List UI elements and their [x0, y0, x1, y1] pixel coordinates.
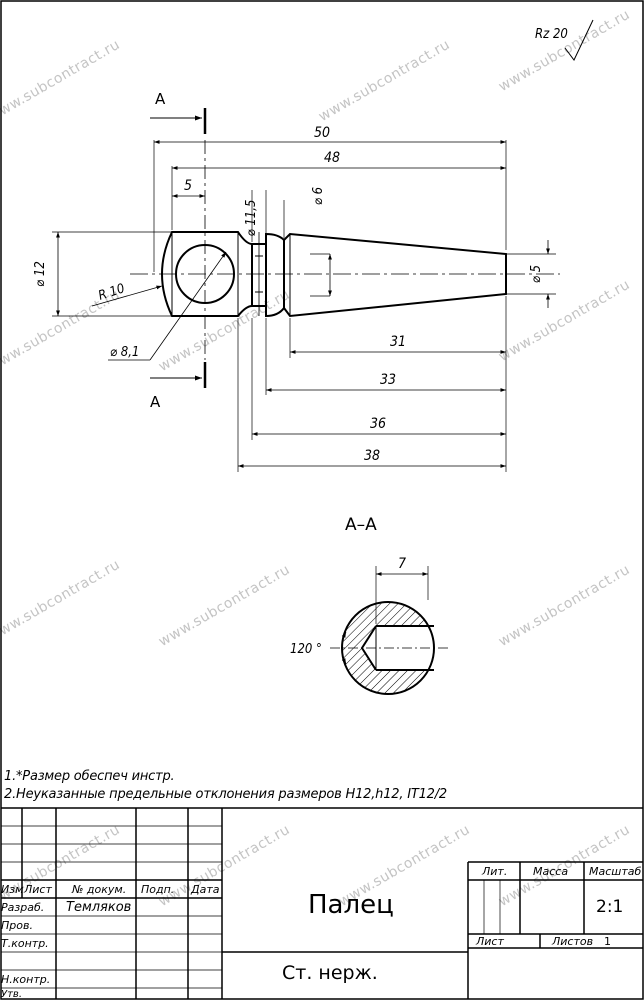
roughness-symbol: Rz 20 — [535, 19, 594, 61]
col-izm: Изм — [1, 883, 24, 896]
col-sign: Подп. — [141, 883, 175, 896]
row-razrab: Разраб. — [1, 901, 45, 914]
dim-48: 48 — [324, 150, 340, 166]
col-doc: № докум. — [72, 883, 127, 896]
main-view: A A 50 48 5 ⌀ 11,5 ⌀ 6 — [33, 90, 560, 472]
dim-dia-8-1: ⌀ 8,1 — [110, 345, 139, 360]
dim-radius-10: R 10 — [97, 281, 127, 304]
row-prov: Пров. — [1, 919, 33, 932]
col-list: Лист — [24, 883, 52, 896]
scale-label: Масштаб — [589, 865, 642, 878]
taper — [283, 232, 507, 318]
row-utv: Утв. — [1, 989, 22, 1000]
dim-36: 36 — [370, 416, 386, 432]
section-mark-bottom: A — [150, 393, 161, 411]
dim-38: 38 — [364, 448, 380, 464]
eye-hole — [175, 244, 235, 304]
note-2: 2.Неуказанные предельные отклонения разм… — [4, 787, 448, 802]
dim-dia-6: ⌀ 6 — [311, 187, 326, 205]
dim-dia-12: ⌀ 12 — [33, 261, 48, 287]
section-mark-top: A — [155, 90, 166, 108]
dim-5: 5 — [184, 178, 192, 194]
note-1: 1.*Размер обеспеч инстр. — [4, 769, 175, 784]
collar — [265, 232, 285, 318]
dim-50: 50 — [314, 125, 330, 141]
section-a-a: A–A 7 120 ° — [290, 515, 448, 695]
title-block — [1, 807, 643, 999]
designer-name: Темляков — [66, 900, 132, 915]
scale-value: 2:1 — [596, 897, 624, 917]
section-angle: 120 ° — [290, 642, 322, 657]
dim-dia-5: ⌀ 5 — [529, 265, 544, 283]
sheet-label: Лист — [476, 935, 504, 948]
sheets-count: 1 — [604, 935, 611, 948]
sheets-label: Листов — [552, 935, 594, 948]
dim-31: 31 — [390, 334, 406, 350]
part-name: Палец — [308, 890, 394, 920]
material: Ст. нерж. — [282, 962, 378, 984]
roughness-label: Rz 20 — [535, 27, 568, 42]
mass-label: Масса — [533, 865, 569, 878]
row-tkontr: Т.контр. — [1, 937, 49, 950]
section-width: 7 — [398, 556, 406, 572]
dim-dia-11-5: ⌀ 11,5 — [244, 200, 259, 237]
head-outline — [161, 231, 253, 317]
litera-label: Лит. — [482, 865, 508, 878]
row-nkontr: Н.контр. — [1, 973, 51, 986]
dim-33: 33 — [380, 372, 396, 388]
section-title: A–A — [345, 515, 377, 535]
col-date: Дата — [191, 883, 220, 896]
